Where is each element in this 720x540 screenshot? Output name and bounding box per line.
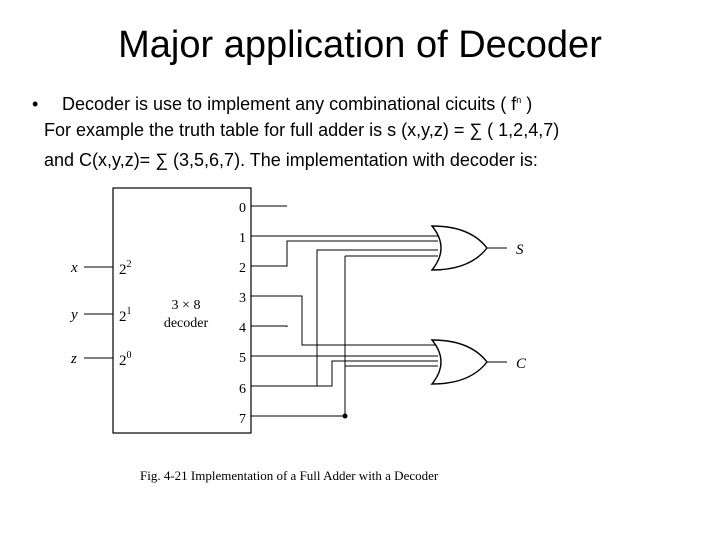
output-wire-4-stub (251, 325, 288, 327)
slide-title: Major application of Decoder (118, 24, 602, 66)
weight-label-1: 21 (119, 306, 132, 325)
output-number-6: 6 (239, 382, 246, 397)
weight-label-0: 20 (119, 350, 132, 369)
weight-base: 2 (119, 309, 127, 325)
weight-base: 2 (119, 353, 127, 369)
bullet-text-end: ) (521, 94, 533, 114)
sum-output-label: S (516, 242, 524, 258)
bullet-text: Decoder is use to implement any combinat… (62, 94, 517, 114)
output-wire-3 (251, 295, 438, 346)
output-number-3: 3 (239, 291, 246, 306)
weight-base: 2 (119, 262, 127, 278)
carry-function-text: and C(x,y,z)= ∑ (3,5,6,7). The implement… (44, 150, 538, 170)
output-number-2: 2 (239, 261, 246, 276)
output-number-0: 0 (239, 201, 246, 216)
weight-exponent: 0 (127, 350, 132, 361)
figure-caption: Fig. 4-21 Implementation of a Full Adder… (140, 468, 439, 483)
bullet-superscript: n (516, 95, 522, 105)
output-wire-2 (251, 240, 438, 267)
input-label-y: y (69, 307, 78, 323)
weight-label-2: 22 (119, 259, 132, 278)
output-number-1: 1 (239, 231, 246, 246)
output-number-4: 4 (239, 321, 246, 336)
output-number-5: 5 (239, 351, 246, 366)
decoder-box (112, 187, 252, 434)
decoder-label-name: decoder (164, 316, 209, 331)
junction-dot (342, 413, 348, 419)
bullet-item: • Decoder is use to implement any combina… (32, 88, 532, 116)
input-label-z: z (70, 351, 77, 367)
bullet-marker: • (32, 94, 39, 114)
wire-6-to-c (251, 360, 438, 387)
or-gate-s-wiring (251, 255, 438, 416)
sum-function-text: For example the truth table for full add… (44, 120, 560, 140)
or-gate-s (430, 225, 488, 271)
decoder-label-size: 3 × 8 (172, 298, 201, 313)
weight-exponent: 2 (127, 259, 132, 270)
or-gate-c (430, 339, 488, 385)
output-number-7: 7 (239, 412, 246, 427)
input-label-x: x (70, 260, 78, 276)
weight-exponent: 1 (127, 306, 132, 317)
decoder-output-wires (251, 205, 438, 417)
carry-output-label: C (516, 356, 527, 372)
